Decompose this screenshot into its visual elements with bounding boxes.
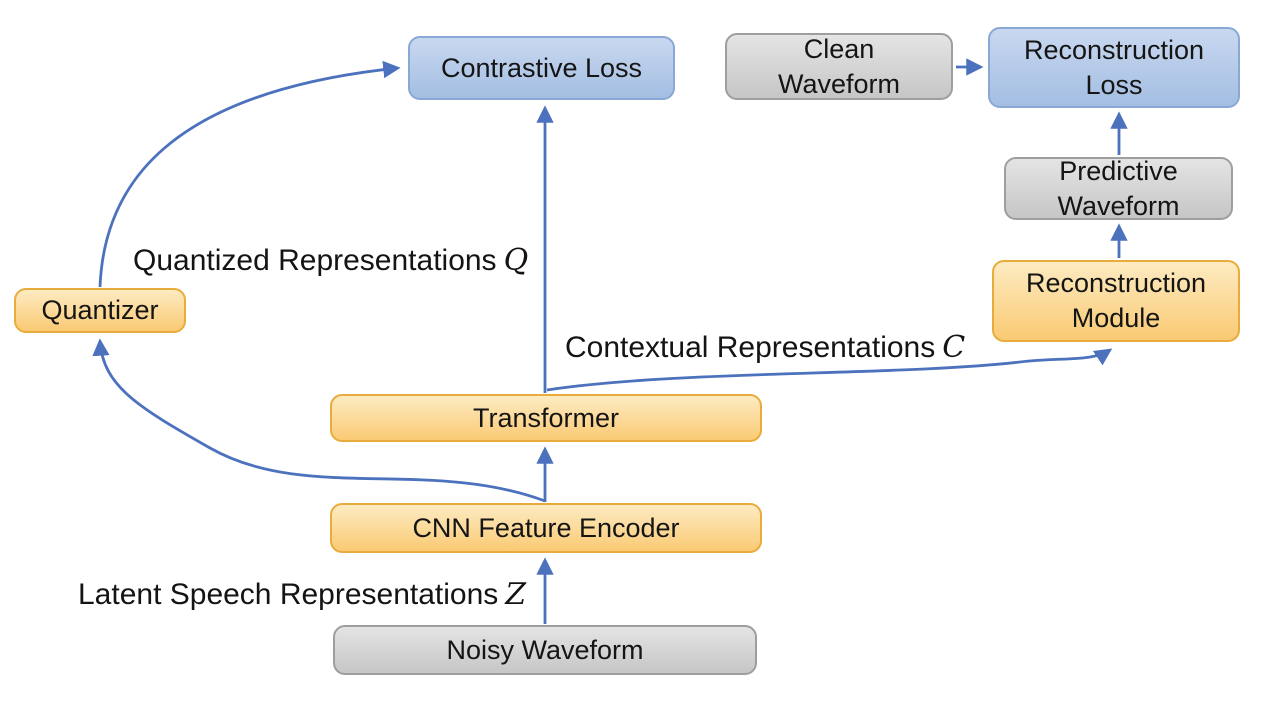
- node-label-line1: Predictive: [1059, 155, 1178, 186]
- node-label-line1: Clean: [803, 33, 875, 64]
- node-predictive-waveform: Predictive Waveform: [1004, 155, 1233, 221]
- node-contrastive-loss: Contrastive Loss: [408, 36, 675, 100]
- node-noisy-waveform: Noisy Waveform: [333, 625, 757, 675]
- annotation-text: Contextual Representations: [565, 331, 936, 364]
- node-cnn-feature-encoder: CNN Feature Encoder: [330, 503, 762, 553]
- annotation-text: Quantized Representations: [133, 244, 497, 277]
- annotation-text: Latent Speech Representations: [78, 578, 499, 611]
- node-label: Quantizer: [41, 295, 159, 326]
- node-label-line1: Reconstruction: [1023, 34, 1205, 65]
- node-clean-waveform: Clean Waveform: [725, 33, 953, 100]
- node-quantizer: Quantizer: [14, 288, 186, 333]
- arrow-transformer-to-reconstruction-module: [546, 348, 1113, 392]
- node-label: Transformer: [472, 402, 620, 433]
- math-symbol-z: Z: [505, 577, 527, 612]
- node-label: Noisy Waveform: [446, 634, 644, 665]
- node-label: CNN Feature Encoder: [412, 512, 680, 543]
- node-label-line2: Waveform: [777, 68, 900, 99]
- node-label-line2: Waveform: [1057, 190, 1180, 221]
- node-label: Contrastive Loss: [440, 52, 643, 83]
- node-reconstruction-loss: Reconstruction Loss: [988, 27, 1240, 108]
- node-label-line2: Module: [1071, 303, 1161, 333]
- node-label-line1: Reconstruction: [1025, 268, 1207, 299]
- arrow-cnn-to-quantizer: [92, 338, 546, 503]
- node-transformer: Transformer: [330, 394, 762, 442]
- math-symbol-c: C: [942, 330, 966, 365]
- node-reconstruction-module: Reconstruction Module: [992, 260, 1240, 342]
- arrow-quantizer-to-contrastive-loss: [98, 60, 401, 288]
- node-label-line2: Loss: [1085, 69, 1143, 100]
- math-symbol-q: Q: [503, 243, 529, 278]
